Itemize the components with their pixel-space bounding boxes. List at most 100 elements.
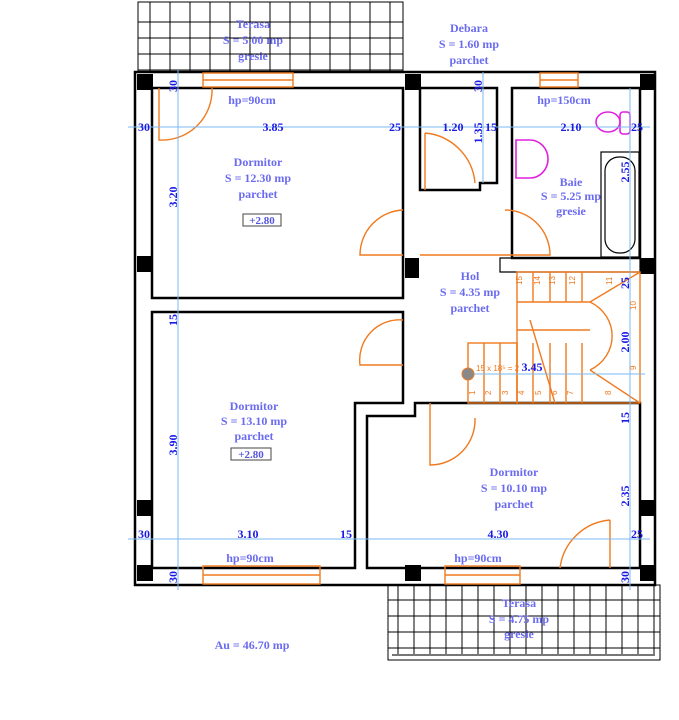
svg-text:parchet: parchet	[449, 53, 488, 67]
room-dormitor-2: Dormitor S = 13.10 mp parchet +2.80	[221, 399, 288, 461]
svg-text:30: 30	[618, 571, 632, 583]
dimension-lines	[128, 70, 650, 590]
svg-text:Terasa: Terasa	[236, 17, 270, 31]
room-dormitor-3: Dormitor S = 10.10 mp parchet	[481, 465, 548, 511]
stair-step-number: 9	[629, 365, 638, 370]
svg-text:1.20: 1.20	[443, 120, 464, 134]
dimensions-bottom: 30 3.10 15 4.30 25	[138, 527, 643, 541]
terrace-top-tiles	[137, 1, 404, 73]
stair-step-number: 13	[548, 276, 557, 285]
room-terasa-bottom: Terasa S = 4.75 mp gresie	[489, 596, 550, 641]
doors	[158, 87, 611, 569]
svg-text:30: 30	[138, 120, 150, 134]
svg-text:15: 15	[340, 527, 352, 541]
room-baie: Baie S = 5.25 mp gresie	[541, 175, 602, 218]
svg-text:S = 10.10 mp: S = 10.10 mp	[481, 481, 548, 495]
window-height-bottom-left: hp=90cm	[226, 551, 274, 565]
window-height-top-right: hp=150cm	[537, 93, 591, 107]
level-marker: +2.80	[249, 215, 275, 227]
svg-text:2.35: 2.35	[618, 486, 632, 507]
svg-text:Dormitor: Dormitor	[230, 399, 279, 413]
stair-step-number: 2	[484, 390, 493, 395]
toilet-icon	[595, 111, 621, 133]
svg-text:Debara: Debara	[450, 21, 488, 35]
dimensions-left: 30 3.20 15 3.90 30	[166, 80, 180, 583]
window-height-top-left: hp=90cm	[228, 93, 276, 107]
stair-formula: 15 x 18⁵ = 2	[476, 364, 520, 373]
svg-text:Hol: Hol	[461, 269, 480, 283]
svg-text:Terasa: Terasa	[502, 596, 536, 610]
svg-text:2.10: 2.10	[561, 120, 582, 134]
svg-text:25: 25	[631, 527, 643, 541]
svg-text:Dormitor: Dormitor	[490, 465, 539, 479]
svg-text:Dormitor: Dormitor	[234, 155, 283, 169]
stair-step-number: 7	[566, 390, 575, 395]
stair-step-number: 6	[550, 390, 559, 395]
dimensions-top: 30 3.85 25 1.20 15 2.10 25	[138, 120, 643, 134]
svg-text:Baie: Baie	[560, 175, 583, 189]
stair-line	[589, 369, 641, 404]
stair-step-number: 12	[568, 276, 577, 285]
svg-text:15: 15	[166, 314, 180, 326]
svg-text:S = 4.75 mp: S = 4.75 mp	[489, 612, 550, 626]
svg-text:2.00: 2.00	[618, 332, 632, 353]
svg-text:parchet: parchet	[450, 301, 489, 315]
svg-text:parchet: parchet	[238, 187, 277, 201]
svg-text:25: 25	[631, 120, 643, 134]
svg-text:gresie: gresie	[556, 204, 586, 218]
stair-step-number: 15	[515, 276, 524, 285]
svg-text:4.30: 4.30	[488, 527, 509, 541]
svg-text:25: 25	[389, 120, 401, 134]
window-height-bottom-right: hp=90cm	[454, 551, 502, 565]
svg-text:3.20: 3.20	[166, 187, 180, 208]
svg-text:parchet: parchet	[494, 497, 533, 511]
svg-text:S = 4.35 mp: S = 4.35 mp	[440, 285, 501, 299]
stair-step-number: 4	[517, 390, 526, 395]
svg-text:S = 12.30 mp: S = 12.30 mp	[225, 171, 292, 185]
sanitary-fixtures	[515, 111, 640, 258]
svg-text:3.85: 3.85	[263, 120, 284, 134]
stair-step-number: 11	[605, 276, 614, 285]
svg-text:30: 30	[166, 80, 180, 92]
svg-text:gresie: gresie	[504, 627, 534, 641]
terrace-bottom-tiles	[387, 584, 661, 661]
sink-icon	[515, 139, 549, 179]
stair-step-number: 10	[629, 301, 638, 310]
svg-text:S = 13.10 mp: S = 13.10 mp	[221, 414, 288, 428]
stair-step-number: 14	[533, 276, 542, 285]
svg-text:30: 30	[166, 571, 180, 583]
level-marker: +2.80	[238, 449, 264, 461]
dimension-debara-height: 1.35	[471, 123, 485, 144]
stair-step-number: 8	[604, 390, 613, 395]
svg-text:gresie: gresie	[238, 49, 268, 63]
dimension-stair-width: 3.45	[522, 360, 543, 374]
svg-text:3.90: 3.90	[166, 435, 180, 456]
stair-line	[529, 319, 556, 404]
windows	[202, 72, 579, 585]
svg-text:30: 30	[138, 527, 150, 541]
stair-line	[589, 271, 641, 303]
dimension-debara-wall: 30	[471, 80, 485, 92]
room-hol: Hol S = 4.35 mp parchet	[440, 269, 501, 315]
svg-text:15: 15	[618, 412, 632, 424]
total-area-label: Au = 46.70 mp	[215, 638, 290, 652]
svg-text:S = 1.60 mp: S = 1.60 mp	[439, 37, 500, 51]
bathtub-icon	[600, 151, 640, 258]
stair-step-number: 5	[534, 390, 543, 395]
stair-step-number: 3	[501, 390, 510, 395]
svg-text:2.55: 2.55	[618, 162, 632, 183]
walls	[133, 70, 657, 587]
room-dormitor-1: Dormitor S = 12.30 mp parchet +2.80	[225, 155, 292, 227]
svg-text:S = 5.00 mp: S = 5.00 mp	[223, 33, 284, 47]
stair-step-number: 1	[468, 390, 477, 395]
room-terasa-top: Terasa S = 5.00 mp gresie	[223, 17, 284, 63]
svg-text:parchet: parchet	[234, 429, 273, 443]
svg-text:S = 5.25 mp: S = 5.25 mp	[541, 189, 602, 203]
room-debara: Debara S = 1.60 mp parchet	[439, 21, 500, 67]
svg-text:15: 15	[485, 120, 497, 134]
svg-text:25: 25	[618, 277, 632, 289]
svg-text:3.10: 3.10	[238, 527, 259, 541]
staircase	[467, 271, 641, 404]
